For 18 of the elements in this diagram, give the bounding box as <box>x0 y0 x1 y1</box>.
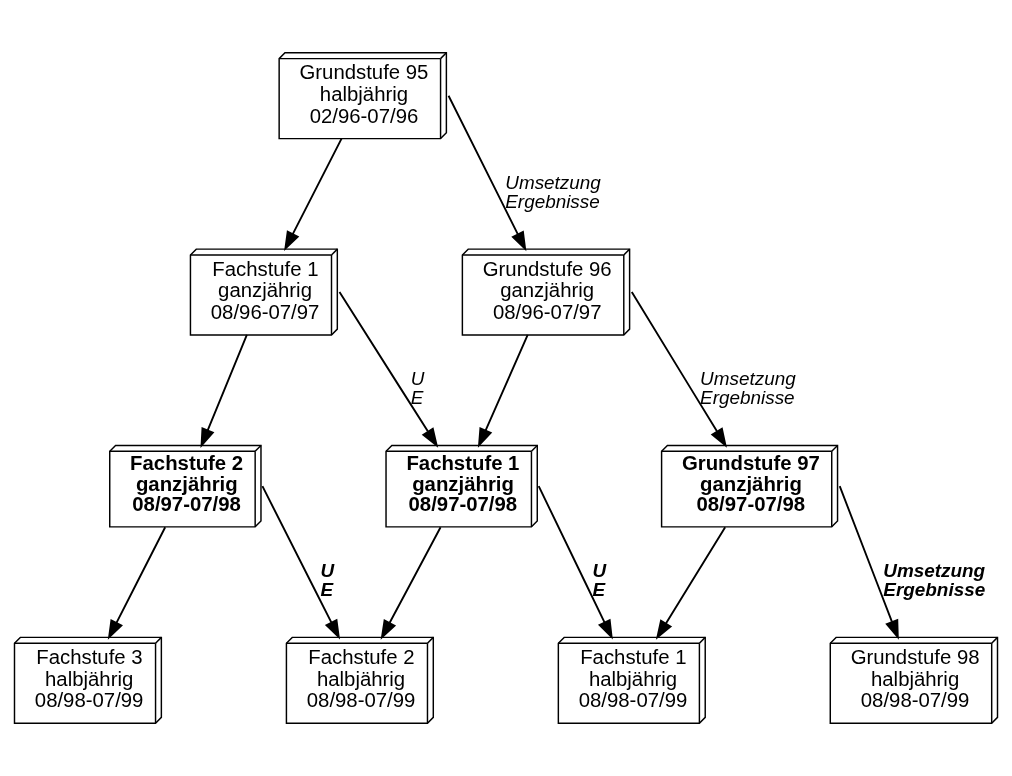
arrow <box>338 291 439 448</box>
arrow <box>838 485 899 640</box>
arrow <box>107 526 167 640</box>
edge-label: Umsetzung Ergebnisse <box>700 367 796 408</box>
edge-label: Umsetzung Ergebnisse <box>505 171 601 212</box>
arrow <box>261 485 340 640</box>
arrow <box>447 94 527 252</box>
arrow <box>477 334 529 448</box>
arrow <box>200 334 248 448</box>
edge-label: Umsetzung Ergebnisse <box>883 559 986 600</box>
edge-label: U E <box>410 367 425 408</box>
edge-label: U E <box>592 559 607 600</box>
edge-label: U E <box>320 559 335 600</box>
arrow <box>284 137 343 252</box>
arrow <box>380 526 442 640</box>
arrow <box>630 291 727 448</box>
arrow <box>655 526 727 640</box>
arrow <box>537 485 613 640</box>
